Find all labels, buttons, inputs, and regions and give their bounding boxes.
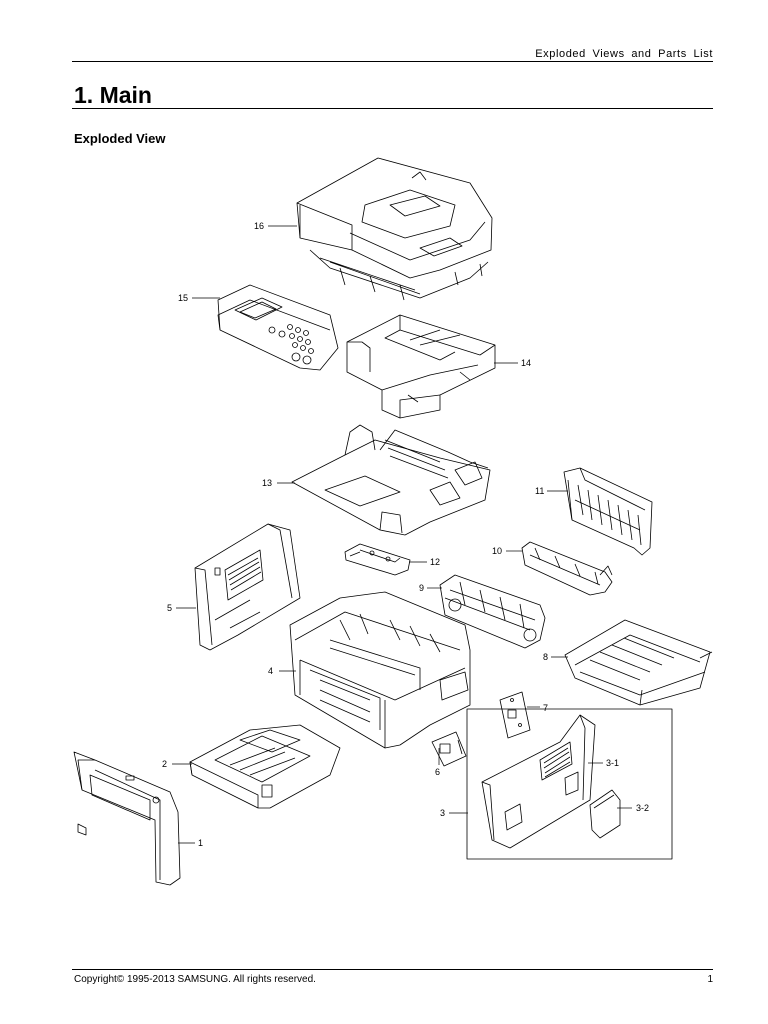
part-1-front-cover	[73, 751, 181, 886]
callout-labels: 16 15 14 13 11 12 10 9 5 4 8 7 6 2 3 3-1…	[162, 221, 649, 848]
callout-1: 1	[198, 838, 203, 848]
callout-4: 4	[268, 666, 273, 676]
callout-5: 5	[167, 603, 172, 613]
callout-6: 6	[435, 767, 440, 777]
section-title: 1. Main	[74, 82, 152, 108]
footer-rule	[72, 969, 713, 970]
callout-12: 12	[430, 557, 440, 567]
part-2-paper-cassette	[189, 724, 341, 809]
callout-13: 13	[262, 478, 272, 488]
part-3-right-cover-group	[466, 708, 673, 860]
callout-16: 16	[254, 221, 264, 231]
callout-8: 8	[543, 652, 548, 662]
part-5-left-cover	[194, 523, 301, 651]
callout-3-1: 3-1	[606, 758, 619, 768]
title-rule	[72, 108, 713, 109]
callout-3-2: 3-2	[636, 803, 649, 813]
subsection-title: Exploded View	[74, 131, 166, 146]
part-12-bracket	[344, 543, 411, 576]
callout-15: 15	[178, 293, 188, 303]
callout-2: 2	[162, 759, 167, 769]
header-rule	[72, 61, 713, 62]
callout-3: 3	[440, 808, 445, 818]
part-14-scanner-base	[346, 314, 496, 419]
callout-11: 11	[535, 486, 544, 496]
part-7-pcb	[499, 691, 531, 739]
part-10-fuser-frame	[521, 541, 613, 596]
callout-7: 7	[543, 703, 548, 713]
part-11-rear-cover	[563, 467, 653, 556]
footer-copyright: Copyright© 1995-2013 SAMSUNG. All rights…	[74, 974, 316, 985]
callout-9: 9	[419, 583, 424, 593]
part-13-output-tray	[291, 424, 491, 536]
footer-page-number: 1	[707, 974, 713, 985]
part-4-main-frame	[289, 591, 471, 749]
leader-lines	[172, 225, 632, 844]
part-8-transfer-unit	[564, 619, 713, 706]
callout-14: 14	[521, 358, 531, 368]
part-15-control-panel	[217, 284, 339, 371]
running-header: Exploded Views and Parts List	[535, 48, 713, 60]
part-6-board	[431, 731, 467, 767]
part-16-adf-unit	[296, 157, 493, 301]
part-9-fuser-unit	[439, 574, 546, 649]
callout-10: 10	[492, 546, 502, 556]
